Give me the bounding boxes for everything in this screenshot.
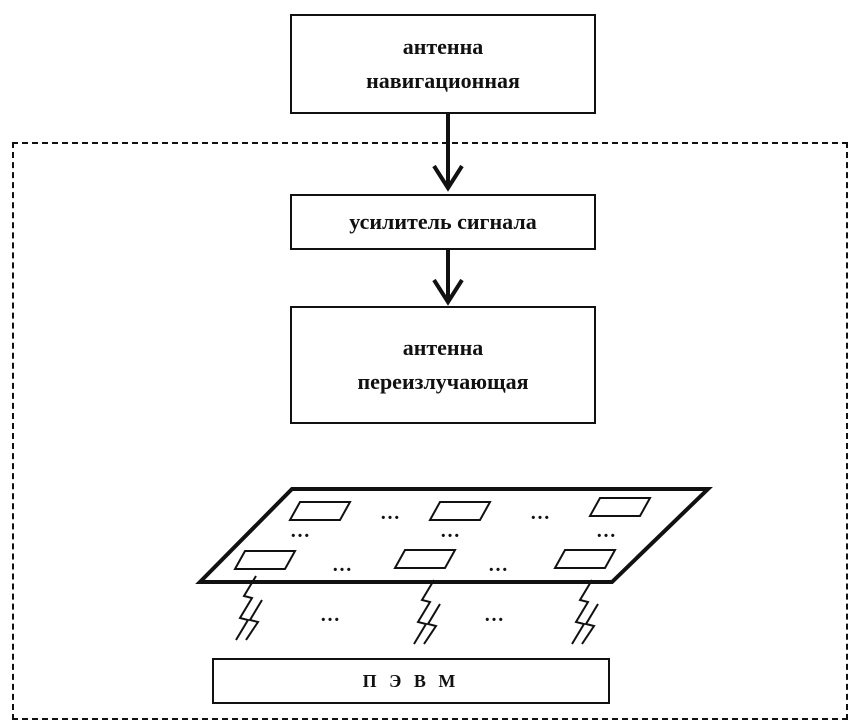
reradiating-antenna-line1: антенна xyxy=(402,335,484,360)
lightning-icon xyxy=(245,599,263,641)
ellipsis: … xyxy=(484,604,506,626)
ellipsis: … xyxy=(530,502,552,524)
arrow-amplifier-to-antenna xyxy=(432,250,464,306)
ellipsis: … xyxy=(440,520,462,542)
device-boundary xyxy=(12,142,848,720)
panel-element xyxy=(393,549,457,569)
ellipsis: … xyxy=(488,554,510,576)
ellipsis: … xyxy=(332,554,354,576)
ellipsis: … xyxy=(320,604,342,626)
panel-element xyxy=(233,550,297,570)
panel-element xyxy=(428,501,492,521)
pc-label: П Э В М xyxy=(362,671,460,691)
reradiating-antenna-line2: переизлучающая xyxy=(357,369,529,394)
pc-block: П Э В М xyxy=(212,658,610,704)
ellipsis: … xyxy=(290,520,312,542)
ellipsis: … xyxy=(596,520,618,542)
panel-element xyxy=(288,501,352,521)
navigation-antenna-line1: антенна xyxy=(402,34,484,59)
arrow-antenna-to-amplifier xyxy=(432,114,464,192)
navigation-antenna-block: антенна навигационная xyxy=(290,14,596,114)
sensor-panel xyxy=(195,487,713,584)
lightning-icon xyxy=(581,603,599,645)
lightning-icon xyxy=(413,579,435,645)
navigation-antenna-line2: навигационная xyxy=(366,68,520,93)
lightning-icon xyxy=(235,575,257,641)
lightning-icon xyxy=(571,579,593,645)
panel-element xyxy=(553,549,617,569)
lightning-icon xyxy=(423,603,441,645)
signal-amplifier-label: усилитель сигнала xyxy=(349,209,537,234)
reradiating-antenna-block: антенна переизлучающая xyxy=(290,306,596,424)
ellipsis: … xyxy=(380,502,402,524)
panel-element xyxy=(588,497,652,517)
signal-amplifier-block: усилитель сигнала xyxy=(290,194,596,250)
